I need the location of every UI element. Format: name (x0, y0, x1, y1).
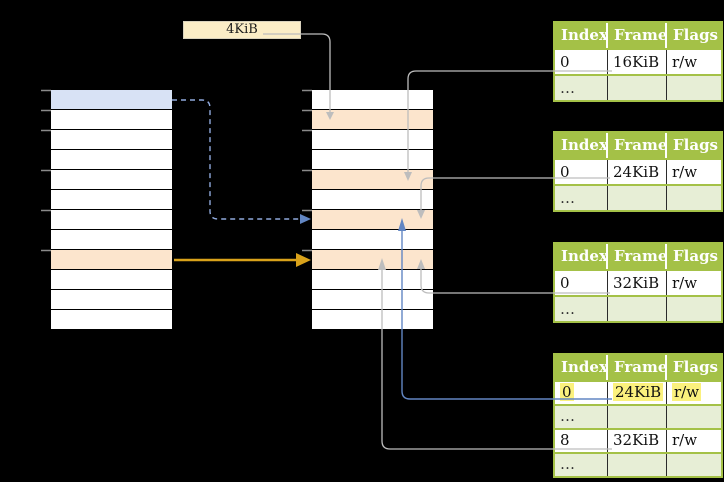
memory-row-white (312, 230, 433, 250)
table-cell: 32KiB (608, 271, 667, 295)
memory-row-white (312, 310, 433, 330)
table-cell (608, 76, 667, 100)
table-cell: … (555, 297, 608, 321)
table-row: … (555, 454, 721, 476)
header-cell: Index (555, 133, 608, 158)
table-cell: 8 (555, 430, 608, 452)
header-cell: Flags (667, 244, 721, 269)
header-cell: Flags (667, 355, 721, 380)
physical-memory-column (312, 90, 433, 330)
memory-row-white (51, 290, 172, 310)
header-cell: Index (555, 355, 608, 380)
memory-row-white (51, 150, 172, 170)
highlighted-value: 24KiB (613, 383, 664, 401)
memory-row-white (51, 110, 172, 130)
memory-row-white (312, 150, 433, 170)
table-cell: 0 (555, 382, 608, 404)
memory-row-white (51, 170, 172, 190)
table-cell (608, 454, 667, 476)
arrow-virtual-page-to-frame-arrowhead (296, 253, 311, 267)
table-cell: … (555, 454, 608, 476)
table-cell: 32KiB (608, 430, 667, 452)
page-size-label: 4KiB (183, 21, 301, 39)
memory-row-white (51, 210, 172, 230)
virtual-memory-column (51, 90, 172, 330)
memory-row-white (312, 130, 433, 150)
table-cell: … (555, 186, 608, 210)
table-cell: 0 (555, 160, 608, 184)
table-cell: … (555, 406, 608, 428)
memory-row-white (51, 230, 172, 250)
table-cell: 24KiB (608, 382, 667, 404)
table-row: … (555, 76, 721, 100)
memory-row-white (312, 290, 433, 310)
table-cell: r/w (667, 382, 721, 404)
memory-row-white (312, 270, 433, 290)
table-row: 0 24KiB r/w (555, 382, 721, 404)
memory-row-white (51, 130, 172, 150)
table-cell (667, 76, 721, 100)
table-cell (667, 186, 721, 210)
table-cell: r/w (667, 160, 721, 184)
memory-row-white (312, 90, 433, 110)
table-cell: 24KiB (608, 160, 667, 184)
memory-row-orange (312, 110, 433, 130)
table-cell (667, 297, 721, 321)
table-cell (608, 186, 667, 210)
header-cell: Flags (667, 23, 721, 48)
memory-row-white (51, 310, 172, 330)
table-cell: … (555, 76, 608, 100)
header-cell: Index (555, 23, 608, 48)
header-cell: Frame (608, 244, 667, 269)
memory-row-orange (312, 250, 433, 270)
table-cell (667, 454, 721, 476)
header-cell: Index (555, 244, 608, 269)
table-cell (667, 406, 721, 428)
header-cell: Frame (608, 355, 667, 380)
table-cell: r/w (667, 50, 721, 74)
highlighted-value: 0 (560, 383, 574, 401)
memory-row-white (51, 270, 172, 290)
memory-row-blue (51, 90, 172, 110)
table-cell: 0 (555, 50, 608, 74)
memory-row-white (51, 190, 172, 210)
table-cell (608, 297, 667, 321)
memory-row-orange (312, 210, 433, 230)
highlighted-value: r/w (672, 383, 702, 401)
memory-row-white (312, 190, 433, 210)
table-cell: r/w (667, 271, 721, 295)
arrow-virtual-page-to-entry (172, 99, 300, 220)
table-cell: 0 (555, 271, 608, 295)
memory-row-orange (312, 170, 433, 190)
table-cell (608, 406, 667, 428)
table-row: … (555, 297, 721, 321)
table-cell: 16KiB (608, 50, 667, 74)
header-cell: Flags (667, 133, 721, 158)
table-row: … (555, 186, 721, 210)
memory-row-orange (51, 250, 172, 270)
arrow-virtual-page-to-entry-arrowhead (300, 214, 311, 224)
header-cell: Frame (608, 133, 667, 158)
header-cell: Frame (608, 23, 667, 48)
table-cell: r/w (667, 430, 721, 452)
table-row: … (555, 406, 721, 428)
